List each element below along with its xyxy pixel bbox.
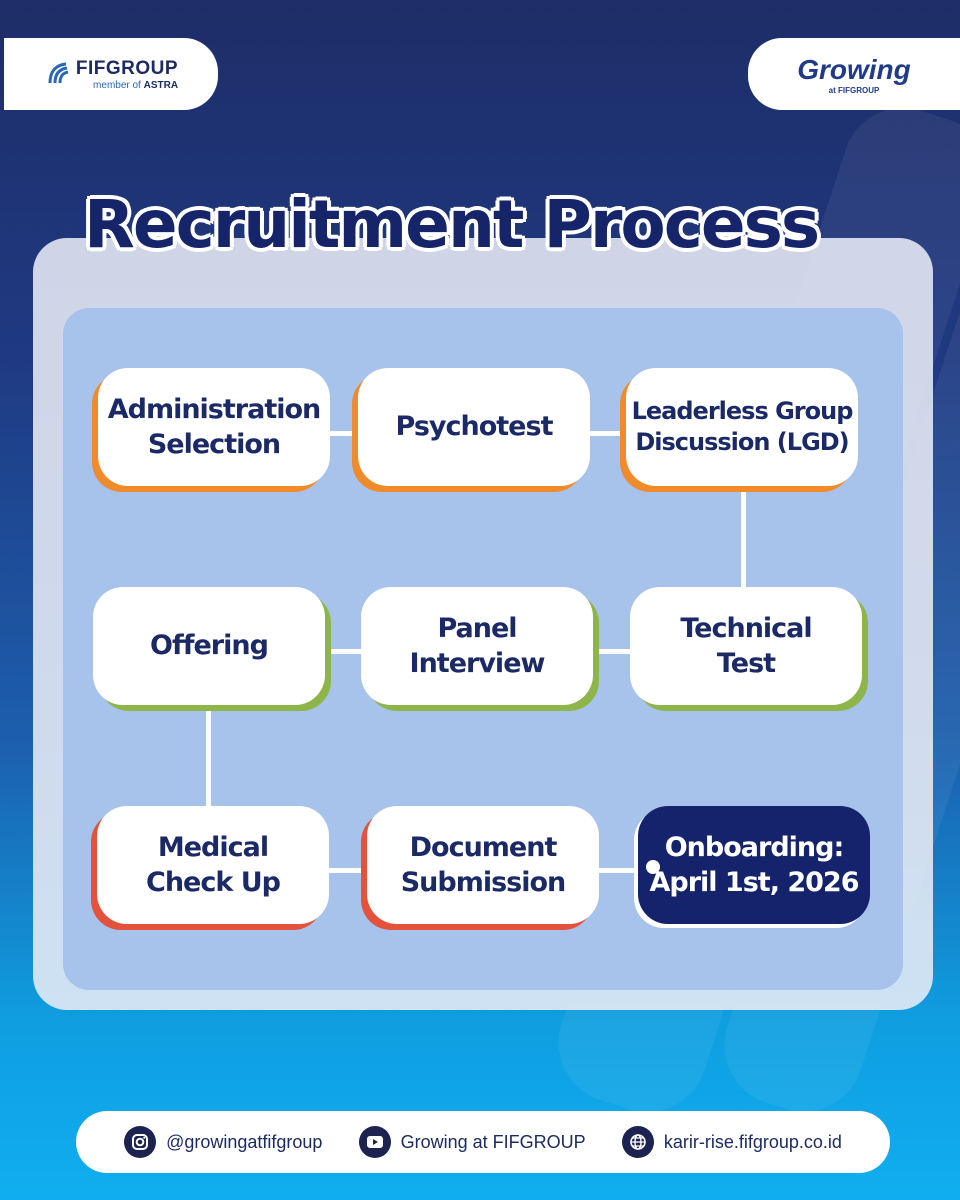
connector-line	[330, 431, 360, 436]
globe-icon	[621, 1126, 654, 1158]
step-medical-check-up: Medical Check Up	[97, 806, 329, 924]
instagram-handle: @growingatfifgroup	[166, 1131, 323, 1152]
step-offering: Offering	[93, 587, 325, 705]
connector-line	[325, 649, 361, 654]
youtube-channel: Growing at FIFGROUP	[400, 1131, 586, 1152]
fifgroup-mark-icon	[48, 62, 69, 84]
onboarding-label: Onboarding: April 1st, 2026	[649, 831, 859, 898]
step-technical-test: Technical Test	[630, 587, 862, 705]
growing-sub: at FIFGROUP	[828, 85, 880, 95]
instagram-icon	[124, 1126, 157, 1158]
growing-brand: Growing	[797, 53, 911, 85]
connector-line	[596, 868, 640, 873]
connector-line	[590, 431, 630, 436]
instagram-link[interactable]: @growingatfifgroup	[124, 1126, 322, 1158]
website-link[interactable]: karir-rise.fifgroup.co.id	[621, 1126, 842, 1158]
tagline-prefix: member of	[93, 79, 141, 91]
step-psychotest: Psychotest	[358, 368, 590, 486]
step-onboarding: Onboarding: April 1st, 2026	[638, 806, 870, 924]
page-title: Recruitment Process	[84, 186, 820, 263]
growing-logo: Growing at FIFGROUP	[748, 38, 960, 110]
step-document-submission: Document Submission	[367, 806, 599, 924]
connector-line	[327, 868, 367, 873]
website-url: karir-rise.fifgroup.co.id	[663, 1131, 842, 1152]
connector-line	[741, 490, 746, 590]
tagline-astra: ASTRA	[143, 79, 179, 91]
fifgroup-brand: FIFGROUP	[75, 57, 179, 79]
fifgroup-logo: FIFGROUP member of ASTRA	[4, 38, 218, 110]
social-footer: @growingatfifgroup Growing at FIFGROUP k…	[76, 1111, 890, 1173]
connector-line	[593, 649, 631, 654]
onboarding-dot	[646, 860, 660, 874]
step-panel-interview: Panel Interview	[361, 587, 593, 705]
step-administration-selection: Administration Selection	[98, 368, 330, 486]
connector-line	[206, 705, 211, 809]
step-leaderless-group-discussion: Leaderless Group Discussion (LGD)	[626, 368, 858, 486]
youtube-link[interactable]: Growing at FIFGROUP	[358, 1126, 586, 1158]
fifgroup-tagline: member of ASTRA	[93, 80, 178, 91]
youtube-icon	[358, 1126, 391, 1158]
